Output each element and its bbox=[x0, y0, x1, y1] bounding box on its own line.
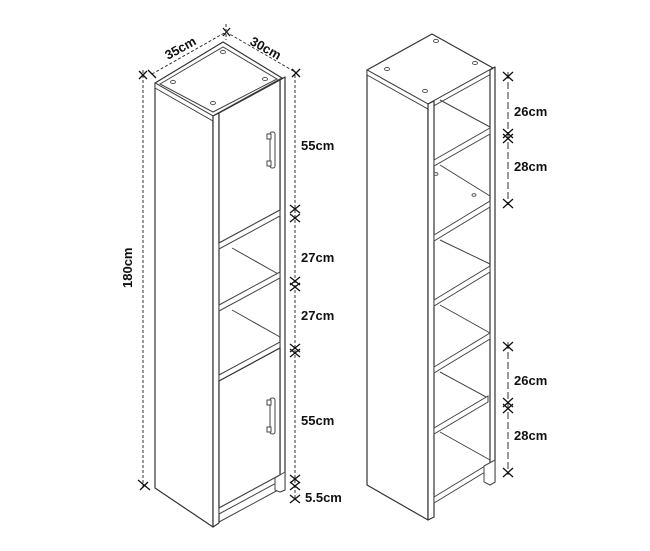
dowel-hole-icon bbox=[433, 172, 439, 176]
left-cabinet-foot bbox=[274, 471, 286, 493]
right-cabinet-shelf bbox=[433, 332, 491, 374]
left-cabinet bbox=[154, 41, 286, 528]
height-label: 180cm bbox=[120, 248, 135, 288]
left-cabinet-right-edge bbox=[279, 76, 286, 493]
left-cabinet-side-panel bbox=[154, 82, 214, 528]
right-cabinet-shelf bbox=[433, 265, 491, 307]
dowel-hole-icon bbox=[433, 38, 439, 44]
section-label-plinth: 5.5cm bbox=[305, 490, 342, 505]
right-cabinet-dimensions: 26cm 28cm 26cm 28cm bbox=[502, 71, 547, 478]
left-cabinet-shelf bbox=[218, 271, 281, 312]
door-handle-icon bbox=[266, 131, 276, 169]
dowel-hole-icon bbox=[471, 193, 477, 197]
dowel-hole-icon bbox=[220, 49, 226, 55]
dimension-ticks bbox=[289, 204, 301, 504]
right-cabinet-foot bbox=[483, 459, 496, 486]
section-label-lower-door: 55cm bbox=[301, 413, 334, 428]
dowel-hole-icon bbox=[262, 76, 268, 82]
left-cabinet-dimensions: 35cm 30cm 180cm bbox=[120, 24, 342, 505]
dowel-hole-icon bbox=[422, 88, 428, 94]
section-label-shelf-1: 27cm bbox=[301, 250, 334, 265]
door-handle-icon bbox=[266, 397, 276, 435]
right-cabinet bbox=[366, 33, 496, 521]
right-cabinet-shelf bbox=[433, 200, 491, 242]
section-label-top-1: 26cm bbox=[514, 104, 547, 119]
section-label-upper-door: 55cm bbox=[301, 138, 334, 153]
dowel-hole-icon bbox=[384, 66, 390, 72]
dowel-hole-icon bbox=[210, 100, 216, 106]
section-label-bottom-2: 28cm bbox=[514, 428, 547, 443]
dowel-hole-icon bbox=[170, 79, 176, 85]
left-cabinet-shelf bbox=[218, 209, 281, 250]
depth-label: 30cm bbox=[248, 34, 284, 63]
right-cabinet-front-stile bbox=[427, 100, 435, 521]
right-cabinet-right-edge bbox=[489, 66, 496, 486]
right-cabinet-side-panel bbox=[366, 69, 429, 521]
section-label-shelf-2: 27cm bbox=[301, 308, 334, 323]
left-cabinet-top-inner bbox=[158, 46, 279, 113]
dowel-hole-icon bbox=[472, 60, 478, 66]
right-cabinet-shelf bbox=[433, 127, 491, 167]
section-label-bottom-1: 26cm bbox=[514, 373, 547, 388]
left-cabinet-front-stile bbox=[212, 112, 220, 528]
right-cabinet-shelf bbox=[433, 395, 489, 435]
section-label-top-2: 28cm bbox=[514, 159, 547, 174]
right-cabinet-bottom-shelf bbox=[433, 462, 491, 504]
